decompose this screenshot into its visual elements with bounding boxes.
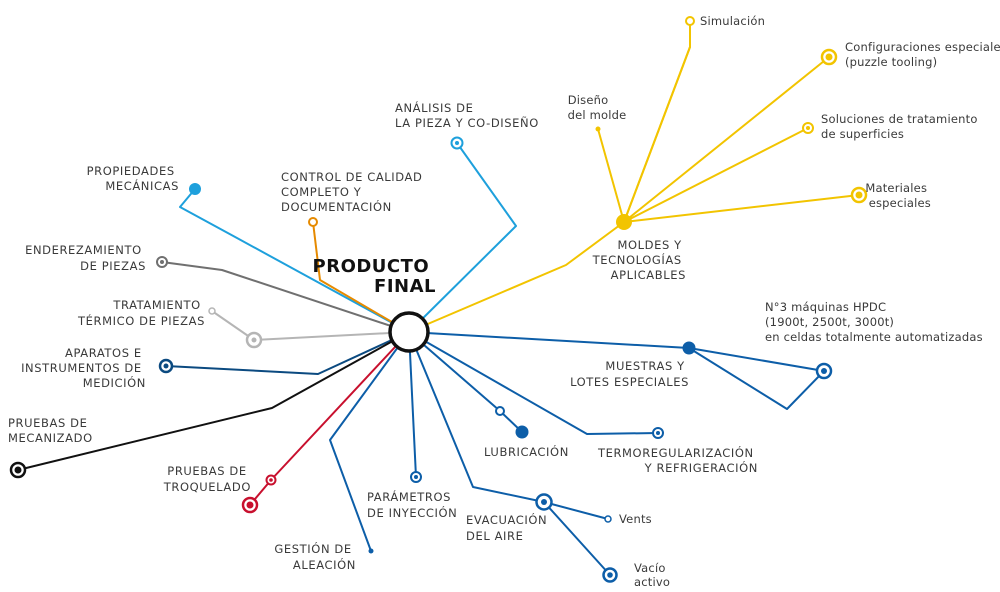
- line-soluciones: [623, 127, 809, 223]
- label-simulacion: Simulación: [700, 14, 765, 28]
- node-troquelado-small: [265, 474, 277, 486]
- label-vacio: Vacío activo: [634, 561, 670, 589]
- line-evacuacion: [408, 331, 545, 503]
- node-propiedades: [189, 183, 201, 195]
- node-termo: [652, 427, 664, 439]
- line-parametros: [408, 331, 417, 478]
- line-termo: [408, 331, 659, 435]
- center-line2: FINAL: [374, 276, 436, 297]
- node-parametros: [410, 471, 422, 483]
- label-soluciones: Soluciones de tratamiento de superficies: [821, 112, 981, 141]
- node-vents: [604, 515, 612, 523]
- label-control: CONTROL DE CALIDAD COMPLETO Y DOCUMENTAC…: [281, 170, 427, 214]
- label-vents: Vents: [619, 512, 652, 526]
- node-tratamiento-small: [208, 307, 216, 315]
- label-mecanizado: PRUEBAS DE MECANIZADO: [8, 416, 93, 445]
- line-vacio: [543, 501, 611, 576]
- label-lubricacion: LUBRICACIÓN: [484, 444, 569, 459]
- node-hpdc: [815, 362, 833, 380]
- node-evacuacion: [535, 493, 553, 511]
- line-enderezamiento: [161, 261, 410, 333]
- node-mecanizado: [9, 461, 27, 479]
- label-termo: TERMOREGULARIZACIÓN Y REFRIGERACIÓN: [597, 445, 758, 475]
- node-control: [308, 217, 318, 227]
- label-diseno: Diseño del molde: [568, 93, 627, 122]
- label-configuraciones: Configuraciones especiales (puzzle tooli…: [845, 40, 1000, 69]
- line-muestras: [408, 331, 690, 349]
- center-line1: PRODUCTO: [313, 256, 430, 277]
- label-evacuacion: EVACUACIÓN DEL AIRE: [466, 512, 552, 543]
- line-control: [312, 221, 410, 333]
- node-enderezamiento: [156, 256, 168, 268]
- node-simulacion: [685, 16, 695, 26]
- node-moldes: [616, 214, 632, 230]
- line-aparatos: [165, 331, 410, 375]
- line-materiales: [623, 194, 860, 223]
- line-simulacion: [623, 20, 691, 223]
- node-materiales: [850, 186, 868, 204]
- label-muestras: MUESTRAS Y LOTES ESPECIALES: [570, 359, 689, 389]
- line-simulacion-2: [623, 46, 691, 223]
- label-troquelado: PRUEBAS DE TROQUELADO: [163, 464, 251, 494]
- label-parametros: PARÁMETROS DE INYECCIÓN: [367, 489, 457, 520]
- label-propiedades: PROPIEDADES MECÁNICAS: [87, 164, 179, 193]
- label-materiales: Materiales especiales: [865, 181, 931, 210]
- label-moldes: MOLDES Y TECNOLOGÍAS APLICABLES: [592, 238, 686, 282]
- node-tratamiento: [245, 331, 263, 349]
- line-lubricacion: [408, 331, 523, 433]
- node-troquelado: [241, 496, 259, 514]
- node-muestras: [682, 341, 696, 355]
- line-propiedades: [179, 188, 410, 333]
- node-aleacion: [368, 548, 374, 554]
- node-lubricacion-small: [495, 406, 505, 416]
- line-aleacion: [329, 331, 410, 552]
- label-enderezamiento: ENDEREZAMIENTO DE PIEZAS: [25, 243, 146, 273]
- node-vacio: [602, 567, 618, 583]
- label-analisis: ANÁLISIS DE LA PIEZA Y CO-DISEÑO: [395, 100, 539, 130]
- label-aleacion: GESTIÓN DE ALEACIÓN: [274, 541, 356, 572]
- node-soluciones: [802, 122, 814, 134]
- center-title: PRODUCTO FINAL: [313, 256, 436, 297]
- line-analisis: [408, 142, 517, 333]
- node-configuraciones: [820, 48, 838, 66]
- line-configuraciones: [623, 56, 830, 223]
- line-diseno: [597, 128, 625, 223]
- label-aparatos: APARATOS E INSTRUMENTOS DE MEDICIÓN: [21, 346, 146, 390]
- line-hpdc: [688, 347, 825, 410]
- label-tratamiento: TRATAMIENTO TÉRMICO DE PIEZAS: [77, 298, 205, 328]
- line-vents: [543, 501, 609, 520]
- line-moldes: [408, 221, 625, 333]
- node-lubricacion: [515, 425, 529, 439]
- node-analisis: [450, 136, 464, 150]
- hub-circle: [388, 311, 430, 353]
- label-hpdc: N°3 máquinas HPDC (1900t, 2500t, 3000t) …: [765, 300, 983, 344]
- node-diseno: [595, 126, 601, 132]
- node-aparatos: [158, 358, 174, 374]
- line-mecanizado: [17, 331, 410, 471]
